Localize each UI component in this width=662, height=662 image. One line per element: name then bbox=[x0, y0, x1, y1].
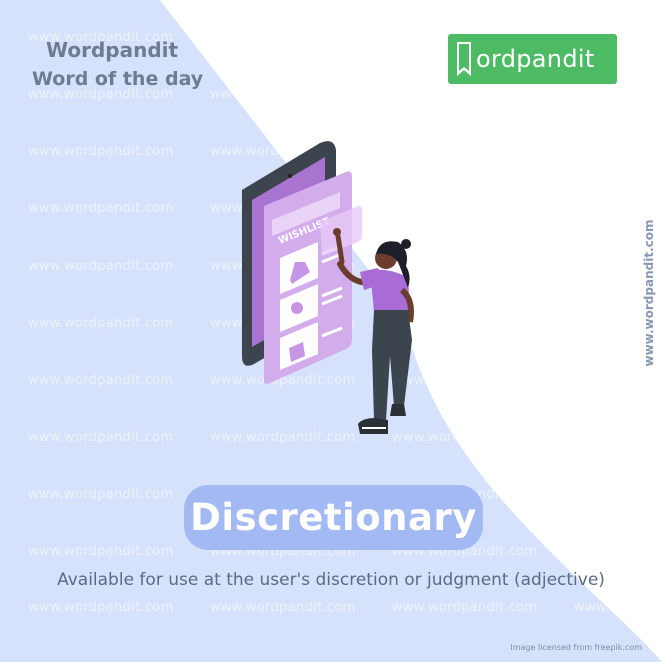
brand-tagline: Word of the day bbox=[32, 68, 204, 90]
image-credit: Image licensed from freepik.com bbox=[510, 643, 642, 652]
wordpandit-logo: ordpandit bbox=[448, 34, 617, 84]
logo-text: ordpandit bbox=[476, 45, 595, 73]
word-title: Discretionary bbox=[190, 496, 477, 539]
bookmark-icon bbox=[448, 34, 478, 84]
brand-name: Wordpandit bbox=[46, 38, 179, 62]
word-pill: Discretionary bbox=[184, 485, 483, 550]
wishlist-panel: WISHLIST bbox=[264, 171, 362, 384]
woman-figure bbox=[333, 228, 414, 434]
word-definition: Available for use at the user's discreti… bbox=[57, 570, 605, 590]
